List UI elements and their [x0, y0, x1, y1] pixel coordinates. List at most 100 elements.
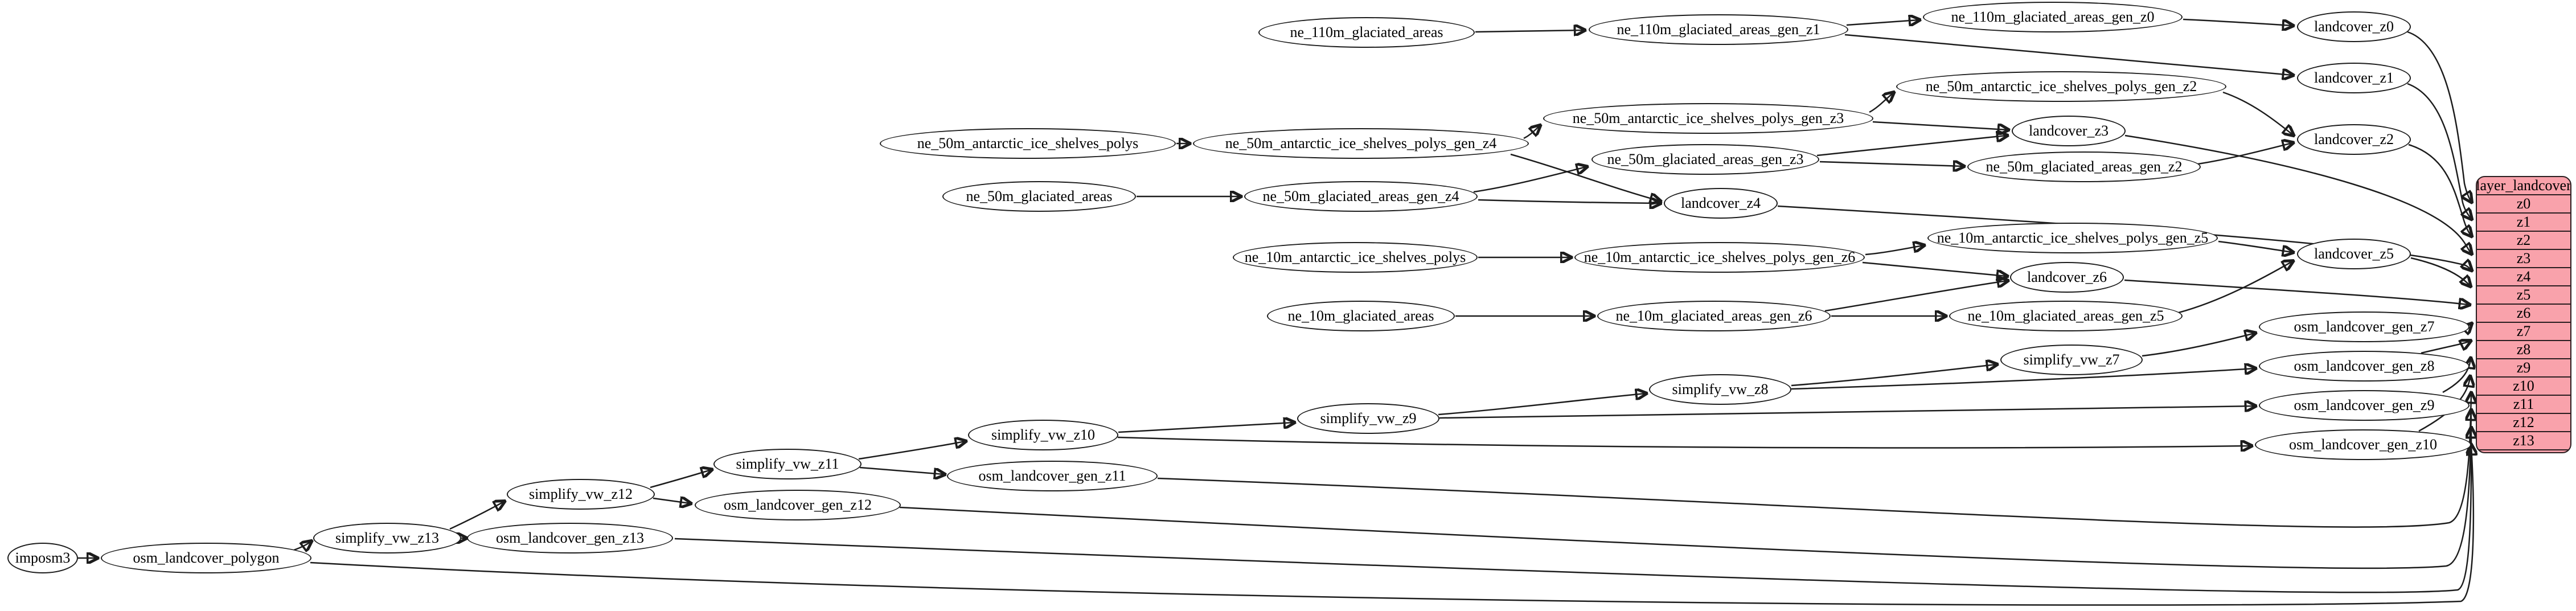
node-ne-110m-glaciated-areas: ne_110m_glaciated_areas: [1258, 17, 1475, 48]
edge-osm_landcover_gen_z11-z11: [1157, 393, 2471, 528]
node-ne-10m-glaciated-areas-gen-z6: ne_10m_glaciated_areas_gen_z6: [1597, 301, 1831, 331]
node-ne-10m-glaciated-areas-gen-z5: ne_10m_glaciated_areas_gen_z5: [1949, 301, 2183, 331]
edge-gl_gen_z4-landcover_z4: [1478, 200, 1660, 203]
edge-osm_landcover_gen_z13-z13: [674, 428, 2471, 593]
layer-landcover-table: layer_landcover z0 z1 z2 z3 z4 z5 z6 z7 …: [2476, 176, 2571, 453]
edge-landcover_z3-z3: [2124, 134, 2471, 253]
node-ne-50m-glaciated-areas-gen-z4: ne_50m_glaciated_areas_gen_z4: [1244, 181, 1478, 212]
node-ne-10m-antarctic-ice-shelves-polys-gen-z5: ne_10m_antarctic_ice_shelves_polys_gen_z…: [1927, 223, 2218, 253]
node-ne-10m-glaciated-areas: ne_10m_glaciated_areas: [1267, 301, 1455, 331]
edge-simplify_vw_z12-simplify_vw_z11: [650, 470, 711, 489]
node-simplify-vw-z12: simplify_vw_z12: [507, 479, 655, 510]
node-simplify-vw-z8: simplify_vw_z8: [1649, 374, 1791, 405]
node-ne-110m-glaciated-areas-gen-z1: ne_110m_glaciated_areas_gen_z1: [1589, 14, 1848, 45]
node-imposm3: imposm3: [7, 543, 78, 573]
edge-ice10_gen_z6-ice10_gen_z5: [1865, 245, 1923, 256]
edge-osm_landcover_gen_z12-z12: [899, 411, 2471, 569]
node-simplify-vw-z11: simplify_vw_z11: [713, 449, 862, 479]
edge-gen_z0-landcover_z0: [2183, 18, 2292, 26]
edge-simplify_vw_z10-simplify_vw_z9: [1118, 423, 1294, 433]
node-osm-landcover-gen-z13: osm_landcover_gen_z13: [467, 523, 673, 553]
table-row-z13: z13: [2477, 431, 2570, 449]
edge-osm_landcover_gen_z7-z7: [2470, 324, 2471, 326]
edge-ice_gen_z3-ice_gen_z2: [1869, 93, 1893, 113]
table-row-z8: z8: [2477, 340, 2570, 358]
node-landcover-z5: landcover_z5: [2297, 239, 2411, 269]
table-row-z1: z1: [2477, 212, 2570, 231]
node-osm-landcover-gen-z12: osm_landcover_gen_z12: [695, 490, 901, 520]
node-landcover-z4: landcover_z4: [1664, 188, 1778, 219]
edge-ne_110m_glaciated_areas-gen_z1: [1475, 30, 1584, 32]
table-row-z2: z2: [2477, 231, 2570, 249]
node-landcover-z0: landcover_z0: [2297, 11, 2411, 42]
table-row-z5: z5: [2477, 285, 2570, 304]
edge-landcover_z1-z1: [2407, 83, 2471, 219]
node-simplify-vw-z9: simplify_vw_z9: [1297, 403, 1439, 434]
node-osm-landcover-gen-z11: osm_landcover_gen_z11: [947, 461, 1158, 491]
edge-landcover_z2-z2: [2408, 143, 2471, 236]
edge-simplify_vw_z7-osm_landcover_gen_z7: [2142, 333, 2255, 357]
edge-gl_gen_z3-landcover_z3: [1816, 136, 2007, 157]
table-row-z7: z7: [2477, 322, 2570, 340]
table-row-z9: z9: [2477, 358, 2570, 376]
node-landcover-z3: landcover_z3: [2012, 116, 2126, 146]
node-ne-110m-glaciated-areas-gen-z0: ne_110m_glaciated_areas_gen_z0: [1923, 2, 2183, 32]
edge-landcover_z0-z0: [2407, 31, 2471, 202]
table-row-z0: z0: [2477, 194, 2570, 212]
node-osm-landcover-gen-z7: osm_landcover_gen_z7: [2259, 311, 2470, 342]
table-row-z10: z10: [2477, 376, 2570, 395]
edge-ice_gen_z2-landcover_z2: [2222, 91, 2293, 135]
table-row-z12: z12: [2477, 413, 2570, 431]
node-ne-50m-glaciated-areas-gen-z2: ne_50m_glaciated_areas_gen_z2: [1967, 151, 2201, 182]
edge-simplify_vw_z10-osm_landcover_gen_z10: [1117, 436, 2251, 448]
edge-osm_landcover_polygon-z14: [310, 445, 2474, 606]
node-ne-10m-antarctic-ice-shelves-polys: ne_10m_antarctic_ice_shelves_polys: [1233, 242, 1478, 273]
edge-ice_gen_z4-landcover_z4: [1510, 153, 1660, 201]
node-landcover-z1: landcover_z1: [2297, 63, 2411, 93]
edge-gl_gen_z4-gl_gen_z3: [1473, 167, 1586, 193]
node-landcover-z6: landcover_z6: [2010, 262, 2124, 293]
edge-osm_landcover_gen_z9-z9: [2442, 359, 2471, 393]
edge-osm_landcover_polygon-simplify_vw_z13: [293, 542, 311, 550]
edge-simplify_vw_z9-simplify_vw_z8: [1438, 393, 1646, 416]
edge-gen_z1-landcover_z1: [1844, 34, 2292, 75]
node-osm-landcover-gen-z9: osm_landcover_gen_z9: [2259, 390, 2470, 421]
node-ne-50m-antarctic-ice-shelves-polys: ne_50m_antarctic_ice_shelves_polys: [880, 128, 1176, 159]
node-ne-50m-antarctic-ice-shelves-polys-gen-z4: ne_50m_antarctic_ice_shelves_polys_gen_z…: [1193, 128, 1529, 159]
node-ne-10m-antarctic-ice-shelves-polys-gen-z6: ne_10m_antarctic_ice_shelves_polys_gen_z…: [1574, 242, 1865, 273]
edge-gl10_gen_z6-landcover_z6: [1824, 281, 2007, 312]
edge-simplify_vw_z9-osm_landcover_gen_z9: [1439, 406, 2255, 419]
node-simplify-vw-z10: simplify_vw_z10: [968, 420, 1118, 450]
edge-simplify_vw_z8-simplify_vw_z7: [1791, 364, 1996, 387]
node-osm-landcover-gen-z8: osm_landcover_gen_z8: [2259, 351, 2470, 382]
edge-gl_gen_z3-gl_gen_z2: [1819, 162, 1963, 166]
table-row-z4: z4: [2477, 267, 2570, 285]
edge-gl_gen_z2-landcover_z2: [2197, 143, 2292, 165]
edge-simplify_vw_z11-osm_landcover_gen_z11: [859, 466, 944, 474]
edge-landcover_z5-z5: [2410, 257, 2470, 286]
table-row-z11: z11: [2477, 395, 2570, 413]
node-ne-50m-glaciated-areas-gen-z3: ne_50m_glaciated_areas_gen_z3: [1591, 144, 1819, 175]
table-row-z6: z6: [2477, 304, 2570, 322]
node-ne-50m-antarctic-ice-shelves-polys-gen-z2: ne_50m_antarctic_ice_shelves_polys_gen_z…: [1896, 71, 2226, 102]
node-simplify-vw-z7: simplify_vw_z7: [2000, 345, 2143, 375]
node-ne-50m-antarctic-ice-shelves-polys-gen-z3: ne_50m_antarctic_ice_shelves_polys_gen_z…: [1543, 103, 1873, 134]
edge-landcover_z4-z4: [1777, 205, 2471, 270]
edge-simplify_vw_z11-simplify_vw_z10: [858, 441, 965, 460]
node-osm-landcover-polygon: osm_landcover_polygon: [101, 543, 311, 573]
edge-osm_landcover_gen_z8-z8: [2421, 341, 2470, 354]
table-row-z3: z3: [2477, 249, 2570, 267]
node-landcover-z2: landcover_z2: [2297, 124, 2411, 155]
edge-ice_gen_z4-ice_gen_z3: [1523, 126, 1540, 140]
edge-gen_z1-gen_z0: [1846, 20, 1919, 25]
node-ne-50m-glaciated-areas: ne_50m_glaciated_areas: [942, 181, 1136, 212]
table-row-z14plus: z14+: [2477, 449, 2570, 452]
edge-gl10_gen_z5-landcover_z5: [2178, 261, 2292, 314]
edge-simplify_vw_z13-simplify_vw_z12: [449, 502, 504, 530]
edge-ice10_gen_z6-landcover_z6: [1862, 261, 2007, 276]
edge-ice_gen_z3-landcover_z3: [1872, 121, 2008, 130]
edge-ice10_gen_z5-landcover_z5: [2218, 240, 2292, 252]
table-title: layer_landcover: [2476, 177, 2571, 194]
